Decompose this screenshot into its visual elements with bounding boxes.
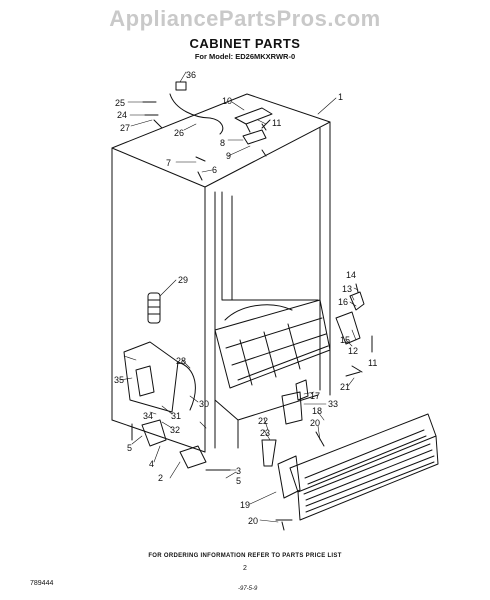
- callout-8: 8: [220, 138, 225, 148]
- callout-2a: 2: [158, 473, 163, 483]
- page-title: CABINET PARTS: [189, 36, 301, 51]
- callout-18: 18: [312, 406, 322, 416]
- callout-34: 34: [143, 411, 153, 421]
- callout-4: 4: [149, 459, 154, 469]
- callout-33: 33: [328, 399, 338, 409]
- left-roller: [141, 419, 167, 447]
- callout-1: 1: [338, 92, 343, 102]
- callout-32: 32: [170, 425, 180, 435]
- callout-7: 7: [166, 158, 171, 168]
- callout-29: 29: [178, 275, 188, 285]
- handwritten-mark: -97-5-9: [238, 586, 258, 592]
- mullion: [221, 191, 319, 301]
- callout-30: 30: [199, 399, 209, 409]
- callout-26: 26: [174, 128, 184, 138]
- tube-29: [147, 292, 161, 324]
- callout-24: 24: [117, 110, 127, 120]
- callout-23: 23: [260, 428, 270, 438]
- callout-labels: 1 36 25 24 27 26 10 11 8 9 7 6 29 28 35 …: [114, 70, 377, 526]
- callout-36: 36: [186, 70, 196, 80]
- callout-12: 12: [348, 346, 358, 356]
- watermark: AppliancePartsPros.com: [109, 6, 381, 31]
- callout-10: 10: [222, 96, 232, 106]
- callout-21: 21: [340, 382, 350, 392]
- callout-5a: 5: [127, 443, 132, 453]
- callout-16: 16: [338, 297, 348, 307]
- callout-3: 3: [236, 466, 241, 476]
- callout-15: 15: [340, 335, 350, 345]
- callout-20a: 20: [310, 418, 320, 428]
- page-number: 2: [243, 565, 247, 572]
- callout-14: 14: [346, 270, 356, 280]
- bottom-tray: [214, 299, 331, 389]
- right-hinge: [335, 311, 361, 345]
- callout-5b: 5: [236, 476, 241, 486]
- callout-11b: 11: [368, 358, 377, 368]
- callout-22: 22: [258, 416, 268, 426]
- callout-27: 27: [120, 123, 130, 133]
- ordering-footer: FOR ORDERING INFORMATION REFER TO PARTS …: [148, 553, 342, 559]
- document-number: 789444: [30, 580, 54, 587]
- callout-35: 35: [114, 375, 124, 385]
- model-label: For Model: ED26MKXRWR-0: [194, 52, 296, 61]
- callout-25: 25: [115, 98, 125, 108]
- callout-31: 31: [171, 411, 181, 421]
- callout-11a: 11: [272, 118, 281, 128]
- door-bracket: [281, 391, 303, 425]
- callout-19: 19: [240, 500, 250, 510]
- wiring-box: [123, 341, 179, 413]
- leader-lines: [119, 71, 373, 523]
- top-hinge: [234, 107, 273, 133]
- water-tube: [169, 93, 224, 135]
- callout-17: 17: [310, 391, 320, 401]
- callout-6: 6: [212, 165, 217, 175]
- callout-13: 13: [342, 284, 352, 294]
- cabinet-bottom-left: [111, 419, 206, 453]
- callout-9: 9: [226, 151, 231, 161]
- callout-20b: 20: [248, 516, 258, 526]
- grille-bracket: [277, 455, 301, 499]
- callout-28: 28: [176, 356, 186, 366]
